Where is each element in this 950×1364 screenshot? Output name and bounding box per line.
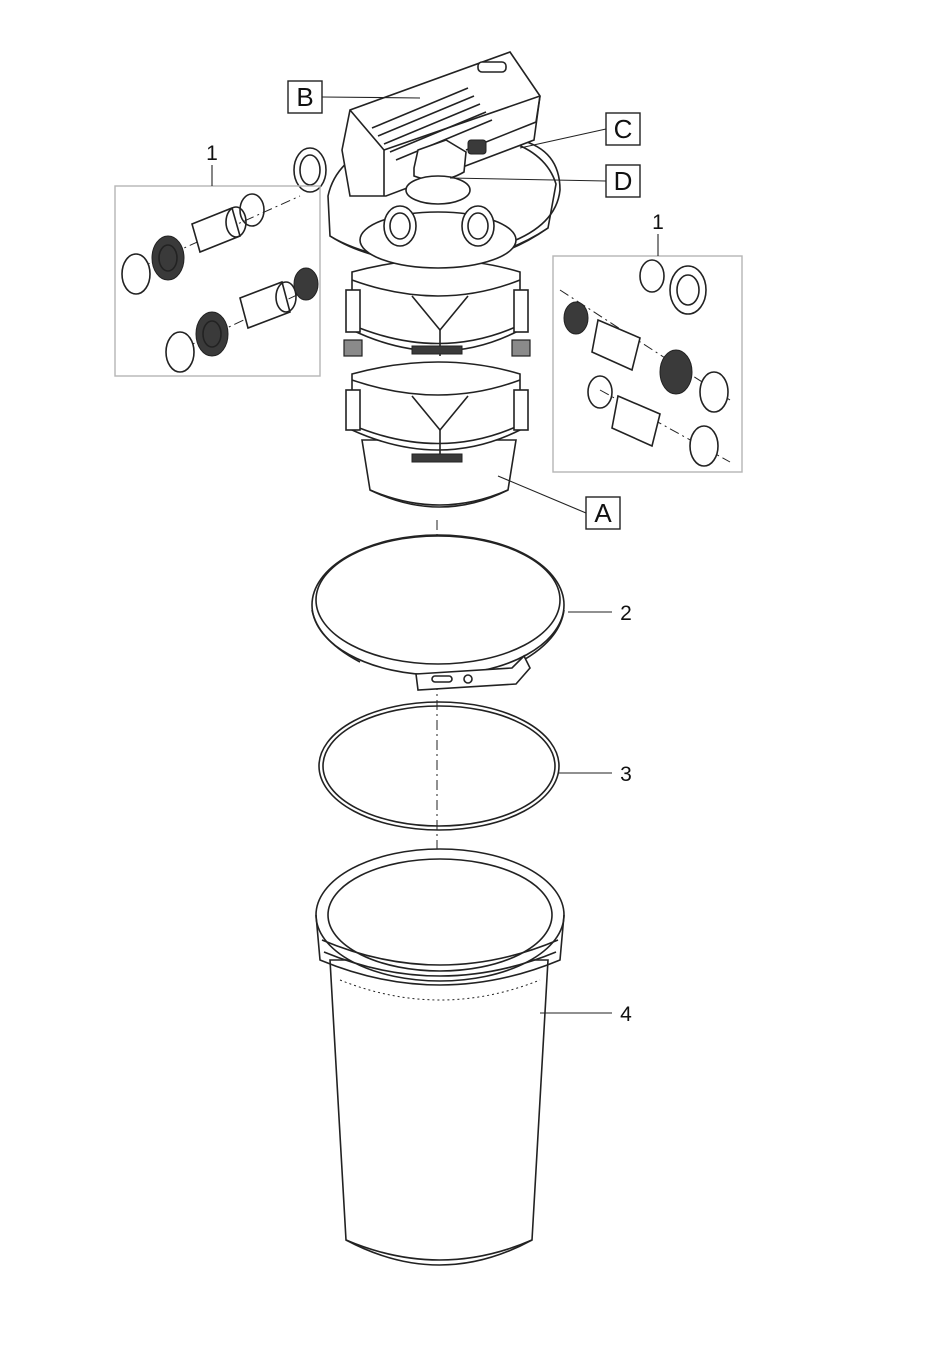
clamp-ring-part-2 [312, 535, 564, 690]
callout-A: A [586, 497, 620, 529]
callout-number-kit-right: 1 [652, 211, 664, 234]
callout-D: D [606, 165, 640, 197]
callout-label-C: C [614, 114, 633, 144]
callout-C: C [606, 113, 640, 145]
o-ring-part-3 [319, 702, 559, 830]
connector-kit-right [560, 260, 730, 466]
container-part-4 [316, 849, 564, 1265]
callout-number-clamp-ring: 2 [620, 602, 632, 625]
callout-number-o-ring: 3 [620, 763, 632, 786]
callout-number-container: 4 [620, 1003, 632, 1026]
callout-B: B [288, 81, 322, 113]
callout-number-kit-left: 1 [206, 142, 218, 165]
filter-body-part-A [344, 260, 530, 507]
connector-kit-left [122, 194, 318, 372]
callout-label-B: B [296, 82, 313, 112]
callout-label-A: A [594, 498, 612, 528]
callout-label-D: D [614, 166, 633, 196]
